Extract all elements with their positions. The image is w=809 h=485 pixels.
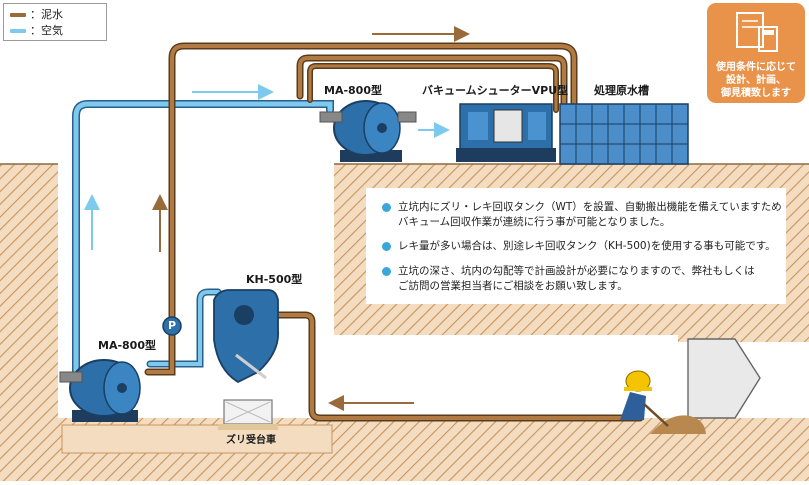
note-1-line-1: 立坑内にズリ・レキ回収タンク（WT）を設置、自動搬出機能を備えていますため: [398, 201, 782, 213]
bullet-icon: [382, 242, 391, 251]
slurry-swatch: [10, 13, 26, 17]
note-3-line-1: 立坑の深さ、坑内の勾配等で計画設計が必要になりますので、弊社もしくは: [398, 265, 755, 277]
document-calculator-icon: [736, 12, 778, 52]
pump-label: P: [168, 319, 177, 332]
badge-line-2: 設計、計画、: [726, 75, 786, 86]
note-3-line-2: ご訪問の営業担当者にご相談をお願い致します。: [398, 280, 628, 292]
legend-slurry-label: ：泥水: [30, 8, 63, 21]
cart-label: ズリ受台車: [226, 435, 276, 446]
badge-line-3: 御見積致します: [721, 88, 791, 99]
vpu-machine: [456, 103, 556, 162]
notes-box: 立坑内にズリ・レキ回収タンク（WT）を設置、自動搬出機能を備えていますため バキ…: [366, 188, 786, 304]
spoil-cart: [218, 399, 278, 430]
estimate-badge: 使用条件に応じて 設計、計画、 御見積致します: [707, 3, 805, 103]
badge-line-1: 使用条件に応じて: [716, 62, 796, 73]
flow-arrows: [84, 26, 470, 411]
legend: ：泥水 ：空気: [3, 3, 107, 41]
kh500-label: KH-500型: [246, 273, 303, 286]
legend-item-slurry: ：泥水: [10, 8, 63, 22]
pump-symbol: [162, 316, 182, 336]
ma800-top-machine: [319, 100, 417, 162]
note-text: 立坑内にズリ・レキ回収タンク（WT）を設置、自動搬出機能を備えていますため バキ…: [398, 200, 782, 230]
vpu-label: バキュームシューターVPU型: [422, 84, 569, 97]
ma800-bottom-machine: [59, 359, 141, 422]
worker-figure: [620, 370, 669, 427]
note-1-line-2: バキューム回収作業が連続に行う事が可能となりました。: [398, 216, 671, 228]
bullet-icon: [382, 203, 391, 212]
ma800-top-label: MA-800型: [324, 84, 382, 97]
kh500-tank: [213, 289, 280, 384]
note-text: レキ量が多い場合は、別途レキ回収タンク（KH-500)を使用する事も可能です。: [398, 239, 776, 254]
tank-label: 処理原水槽: [594, 84, 649, 97]
legend-air-label: ：空気: [30, 24, 63, 37]
note-2-line-1: レキ量が多い場合は、別途レキ回収タンク（KH-500)を使用する事も可能です。: [398, 240, 776, 252]
slurry-pipes: [144, 42, 644, 422]
air-swatch: [10, 29, 26, 33]
legend-item-air: ：空気: [10, 24, 63, 38]
air-pipes: [72, 100, 334, 384]
ma800-bottom-label: MA-800型: [98, 339, 156, 352]
note-text: 立坑の深さ、坑内の勾配等で計画設計が必要になりますので、弊社もしくは ご訪問の営…: [398, 264, 755, 294]
bullet-icon: [382, 267, 391, 276]
water-tank: [559, 103, 689, 165]
badge-text: 使用条件に応じて 設計、計画、 御見積致します: [707, 61, 805, 100]
